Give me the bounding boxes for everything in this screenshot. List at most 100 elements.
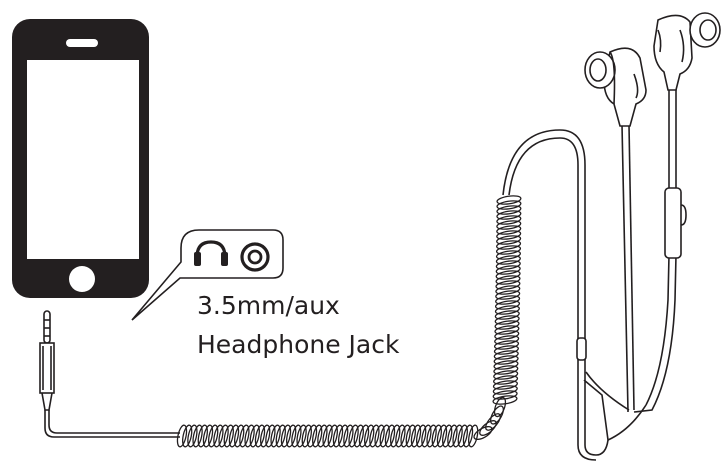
coil-loop [492,395,518,405]
coil-loop [496,225,522,235]
coil-loop [495,295,521,305]
coil-loop [312,424,323,448]
coil-loop [496,230,522,240]
coil-loop [496,215,522,225]
coil-loop [457,424,468,448]
coil-loop [495,285,521,295]
inline-remote [664,187,687,259]
coil-loop [213,424,224,448]
coil-loop [218,424,229,448]
coil-loop [364,424,375,448]
coil-loop [496,240,522,250]
coil-loop [494,305,520,315]
coil-loop [343,424,354,448]
coil-loop [462,424,474,448]
coil-loop [494,300,521,310]
coil-loop [495,270,521,280]
audio-jack-port-icon [240,242,270,272]
coil-loop [208,424,219,448]
coil-loop [495,260,521,270]
coil-loop [416,424,427,448]
coil-loop [496,235,522,245]
coil-loop [495,280,521,290]
coil-loop [296,424,307,448]
coil-loop [244,424,255,448]
coil-loop [442,424,453,448]
coil-loop [327,424,338,448]
caption-connector-type: 3.5mm/aux [197,291,340,320]
coil-loop [492,380,518,390]
left-earbud-icon [584,47,647,127]
coil-loop [494,330,520,340]
coil-loop [379,424,390,448]
right-earbud-cable [633,88,677,413]
coil-loop [260,424,271,448]
coil-loop [426,424,437,448]
headphone-jack-callout [131,229,284,321]
coil-loop [493,370,519,380]
earbud-cable [502,129,609,461]
coil-loop [369,424,380,448]
coil-loop [228,424,240,448]
coil-loop [495,255,521,265]
coil-loop [495,250,521,260]
coil-loop [384,424,396,448]
coil-loop [496,220,522,230]
coil-loop [353,424,364,448]
coil-loop [493,340,520,350]
coil-loop [265,424,276,448]
coil-loop [405,424,416,448]
coil-loop [431,424,442,448]
coil-loop [332,424,344,448]
coil-loop [495,290,521,300]
coil-loop [494,335,520,345]
coil-loop [280,424,292,448]
coil-loop [492,390,518,400]
coil-loop [494,320,520,330]
coil-loop [286,424,297,448]
coil-loop [249,424,260,448]
coil-loop [395,424,406,448]
coil-loop [493,350,519,360]
right-earbud-icon [653,12,721,91]
coil-loop [410,424,422,448]
coil-loop [176,424,188,448]
left-earbud-cable [621,124,635,413]
coil-loop [479,420,497,436]
coil-loop [348,424,359,448]
coil-loop [496,195,522,205]
coil-loop [436,424,448,448]
coil-loop [493,360,519,370]
coil-loop [492,385,518,395]
coil-loop [452,424,463,448]
coil-loop [447,424,458,448]
coil-loop [495,245,522,255]
cable-y-splitter [576,337,647,441]
coil-loop [468,424,479,448]
coil-loop [301,424,312,448]
coil-loop [496,200,522,210]
coil-loop [493,345,519,355]
coil-loop [223,424,234,448]
coiled-cord [176,195,522,448]
plug-cable [44,410,180,438]
coil-loop [490,405,504,425]
coil-loop [306,424,318,448]
headphones-icon [194,240,228,266]
coil-loop [270,424,281,448]
coil-loop [338,424,349,448]
coil-loop [494,315,520,325]
coil-loop [202,424,214,448]
coil-loop [291,424,302,448]
coil-loop [254,424,266,448]
coil-loop [192,424,203,448]
coil-loop [275,424,286,448]
coil-loop [400,424,411,448]
coil-loop [496,210,522,220]
coil-loop [390,424,401,448]
coil-loop [493,355,519,365]
coil-loop [182,424,193,448]
coil-loop [495,275,521,285]
coil-loop [239,424,250,448]
